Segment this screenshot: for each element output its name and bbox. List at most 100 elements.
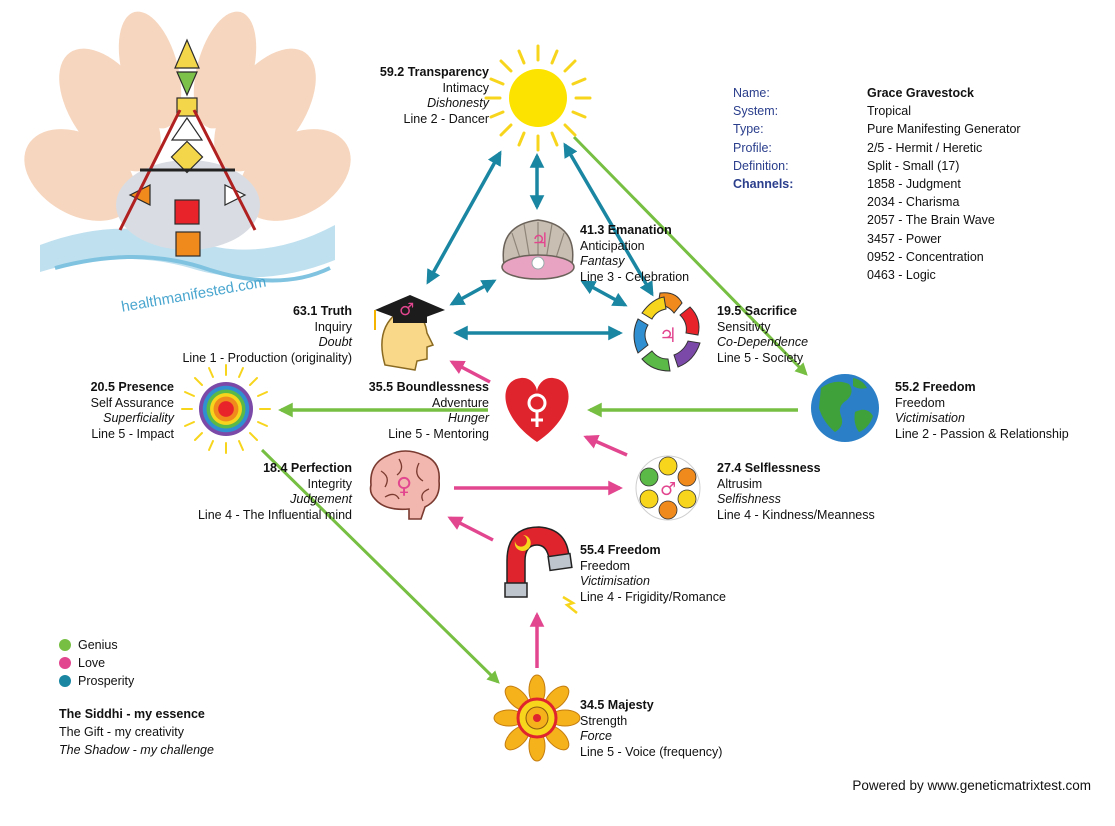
freedom-earth-siddhi: 55.2 Freedom: [895, 380, 976, 394]
majesty-gift: Strength: [580, 713, 628, 728]
connector-boundlessness-truth: [449, 360, 491, 384]
truth-line: Line 1 - Production (originality): [182, 350, 352, 365]
node-freedom-magnet: 55.4 Freedom Freedom Victimisation Line …: [580, 543, 726, 605]
transparency-siddhi: 59.2 Transparency: [379, 65, 489, 79]
node-emanation: 41.3 Emanation Anticipation Fantasy Line…: [580, 223, 689, 285]
freedom-magnet-gift: Freedom: [580, 558, 631, 573]
profile-value: 2/5 - Hermit / Heretic: [867, 140, 983, 155]
profile-label: Name:: [733, 86, 770, 100]
majesty-line: Line 5 - Voice (frequency): [580, 744, 723, 759]
profile-value: 3457 - Power: [867, 231, 942, 246]
sacrifice-shadow: Co-Dependence: [717, 335, 809, 349]
presence-line: Line 5 - Impact: [91, 426, 174, 441]
truth-shadow: Doubt: [318, 335, 352, 349]
graduate-head-icon: ♂: [374, 295, 445, 371]
key-gift: The Gift - my creativity: [59, 725, 185, 739]
transparency-gift: Intimacy: [442, 80, 489, 95]
connector-freedom-magnet-perfection: [447, 516, 494, 542]
profile-value: Pure Manifesting Generator: [867, 122, 1021, 137]
profile-value-name: Grace Gravestock: [867, 86, 975, 100]
connector-emanation-sacrifice: [580, 280, 628, 307]
hands-circle-icon: ♃: [633, 292, 701, 372]
legend-label: Prosperity: [78, 674, 135, 688]
svg-text:♃: ♃: [659, 323, 677, 347]
boundlessness-shadow: Hunger: [448, 411, 489, 425]
boundlessness-gift: Adventure: [432, 395, 489, 410]
footer-powered-by: Powered by www.geneticmatrixtest.com: [852, 778, 1091, 793]
profile-value: 1858 - Judgment: [867, 176, 961, 191]
truth-siddhi: 63.1 Truth: [292, 304, 352, 318]
boundlessness-siddhi: 35.5 Boundlessness: [368, 380, 489, 394]
emanation-siddhi: 41.3 Emanation: [580, 223, 672, 237]
brain-icon: ♀: [369, 450, 441, 520]
freedom-magnet-siddhi: 55.4 Freedom: [580, 543, 661, 557]
majesty-siddhi: 34.5 Majesty: [580, 698, 654, 712]
freedom-magnet-shadow: Victimisation: [580, 574, 650, 588]
node-freedom-earth: 55.2 Freedom Freedom Victimisation Line …: [895, 380, 1069, 442]
connector-transparency-sacrifice: [563, 142, 654, 297]
presence-shadow: Superficiality: [103, 411, 174, 425]
freedom-earth-gift: Freedom: [895, 395, 946, 410]
sacrifice-gift: Sensitivty: [717, 319, 771, 334]
profile-value: 2057 - The Brain Wave: [867, 213, 995, 228]
key-shadow: The Shadow - my challenge: [59, 743, 214, 757]
profile-value: 0952 - Concentration: [867, 249, 984, 264]
legend-dot-prosperity: [59, 675, 71, 687]
selflessness-gift: Altrusim: [717, 476, 763, 491]
freedom-earth-shadow: Victimisation: [895, 411, 965, 425]
truth-gift: Inquiry: [314, 319, 352, 334]
legend-dot-love: [59, 657, 71, 669]
mandala-flower-icon: [493, 674, 581, 762]
legend-label: Genius: [78, 638, 118, 652]
key-siddhi: The Siddhi - my essence: [59, 707, 205, 721]
earth-icon: [811, 374, 879, 442]
profile-value: 2034 - Charisma: [867, 195, 960, 210]
faces-wheel-icon: ♂: [635, 455, 701, 521]
profile-value: Tropical: [867, 104, 911, 119]
profile-label-channels: Channels:: [733, 176, 794, 191]
connector-presence-majesty: [260, 448, 500, 684]
transparency-shadow: Dishonesty: [427, 96, 489, 110]
emanation-gift: Anticipation: [580, 238, 645, 253]
perfection-siddhi: 18.4 Perfection: [263, 461, 352, 475]
healthmanifested-logo: healthmanifested.com: [24, 11, 351, 316]
node-perfection: 18.4 Perfection Integrity Judgement Line…: [198, 461, 352, 523]
perfection-line: Line 4 - The Influential mind: [197, 507, 352, 522]
legend-item-genius: Genius: [59, 636, 134, 654]
connector-transparency-truth: [426, 150, 502, 285]
svg-text:♃: ♃: [531, 228, 549, 252]
perfection-gift: Integrity: [307, 476, 352, 491]
node-presence: 20.5 Presence Self Assurance Superficial…: [91, 380, 174, 442]
profile-value: Split - Small (17): [867, 158, 960, 173]
majesty-shadow: Force: [580, 729, 612, 743]
magnet-icon: [504, 526, 578, 614]
node-selflessness: 27.4 Selflessness Altrusim Selfishness L…: [717, 461, 875, 523]
presence-siddhi: 20.5 Presence: [90, 380, 174, 394]
node-boundlessness: 35.5 Boundlessness Adventure Hunger Line…: [369, 380, 489, 442]
legend-label: Love: [78, 656, 106, 670]
selflessness-shadow: Selfishness: [717, 492, 781, 506]
rainbow-sun-icon: [181, 364, 271, 454]
freedom-magnet-line: Line 4 - Frigidity/Romance: [580, 589, 726, 604]
profile-label: Definition:: [733, 158, 789, 173]
presence-gift: Self Assurance: [90, 395, 174, 410]
reading-key: The Siddhi - my essence The Gift - my cr…: [59, 705, 214, 759]
sacrifice-line: Line 5 - Society: [717, 350, 804, 365]
legend: Genius Love Prosperity: [59, 636, 134, 690]
connector-selflessness-boundlessness: [583, 434, 628, 457]
oyster-pearl-icon: ♃: [501, 219, 575, 280]
perfection-shadow: Judgement: [290, 492, 352, 506]
svg-text:♂: ♂: [660, 479, 676, 500]
connector-emanation-truth: [449, 279, 497, 306]
svg-text:♀: ♀: [396, 474, 412, 499]
sun-icon: [484, 44, 592, 152]
selflessness-line: Line 4 - Kindness/Meanness: [717, 507, 875, 522]
connector-transparency-freedom-earth: [572, 135, 808, 376]
svg-text:♂: ♂: [399, 300, 414, 320]
legend-item-prosperity: Prosperity: [59, 672, 134, 690]
profile-label: Profile:: [733, 140, 772, 155]
genius-connectors: [260, 135, 808, 684]
node-transparency: 59.2 Transparency Intimacy Dishonesty Li…: [380, 65, 489, 127]
emanation-shadow: Fantasy: [580, 254, 625, 268]
